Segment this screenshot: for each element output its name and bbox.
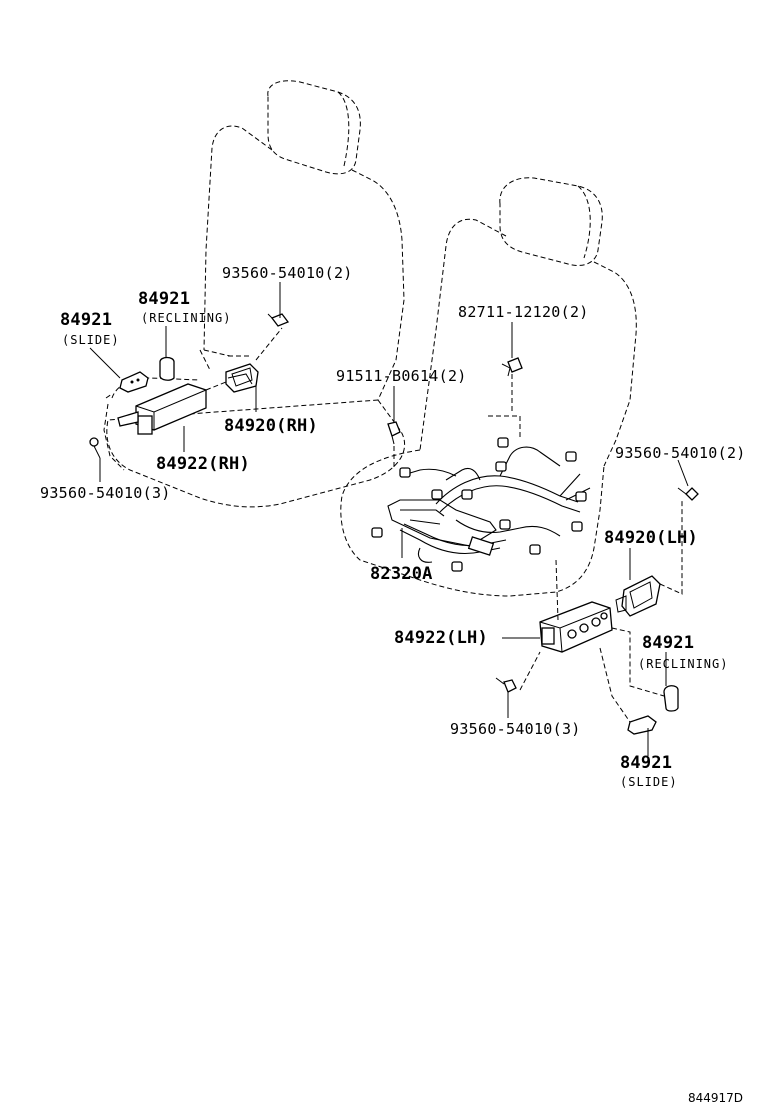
lh-bezel <box>621 575 661 617</box>
figure-reference: 844917D <box>688 1091 744 1105</box>
label-84921-slide-rh: 84921 <box>60 310 113 330</box>
label-84921-reclining-rh-sub: (RECLINING) <box>141 311 232 325</box>
lh-switch-parts <box>387 357 699 735</box>
rh-reclining-knob <box>159 356 175 381</box>
label-84921-slide-rh-sub: (SLIDE) <box>62 333 120 347</box>
lh-slide-knob <box>627 715 657 735</box>
lh-reclining-knob <box>663 685 679 712</box>
lh-seat-outline <box>340 177 637 597</box>
label-84921-reclining-lh-sub: (RECLINING) <box>638 657 729 671</box>
label-91511-b0614: 91511-B0614(2) <box>336 367 467 385</box>
label-84921-reclining-lh: 84921 <box>642 633 695 653</box>
label-84921-slide-lh-sub: (SLIDE) <box>620 775 678 789</box>
label-82320a: 82320A <box>370 564 433 584</box>
label-82711-12120: 82711-12120(2) <box>458 303 589 321</box>
label-93560-54010-3-bottom: 93560-54010(3) <box>450 720 581 738</box>
rh-seat-outline <box>106 80 406 508</box>
label-93560-54010-3-left: 93560-54010(3) <box>40 484 171 502</box>
label-84922-rh: 84922(RH) <box>156 454 250 474</box>
label-84921-reclining-rh: 84921 <box>138 289 191 309</box>
rh-switch-parts <box>89 313 290 471</box>
wire-harness-82320a <box>371 437 591 572</box>
lh-screw-right <box>677 487 699 501</box>
lh-screw-bottom <box>495 677 517 693</box>
label-84922-lh: 84922(LH) <box>394 628 488 648</box>
rh-bezel <box>225 363 259 393</box>
rh-screw-top <box>267 313 290 327</box>
clip-82711 <box>507 357 523 373</box>
rh-slide-knob <box>119 371 149 393</box>
label-84920-lh: 84920(LH) <box>604 528 698 548</box>
rh-screw-left <box>89 437 101 459</box>
label-93560-54010-2-top: 93560-54010(2) <box>222 264 353 282</box>
label-84920-rh: 84920(RH) <box>224 416 318 436</box>
label-84921-slide-lh: 84921 <box>620 753 673 773</box>
bolt-91511 <box>387 421 401 445</box>
leader-lines <box>89 282 689 756</box>
label-93560-54010-2-right: 93560-54010(2) <box>615 444 746 462</box>
